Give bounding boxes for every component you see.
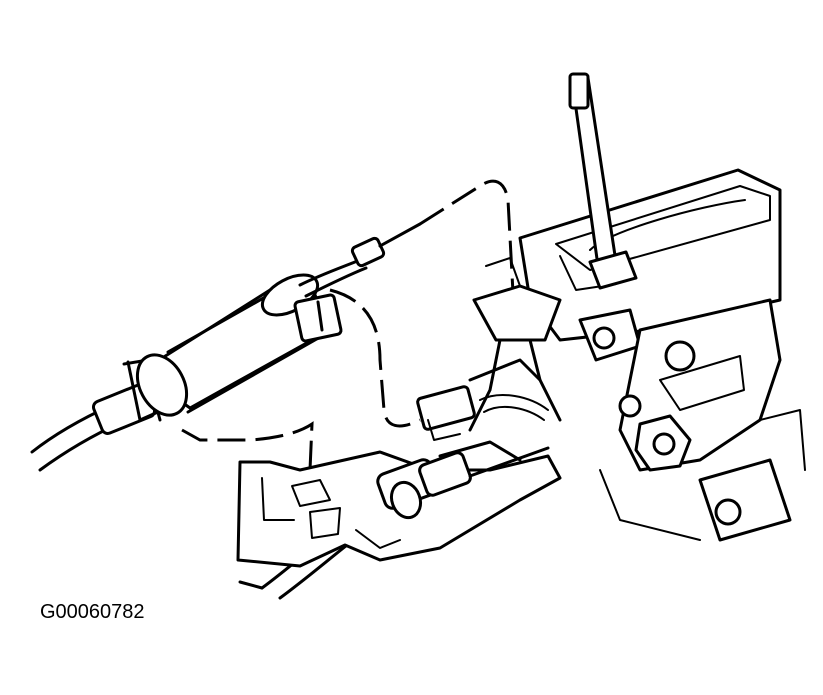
dashed-routing — [181, 179, 517, 471]
figure-id-label: G00060782 — [40, 601, 145, 623]
upper-thin-cable — [298, 222, 422, 298]
cable-end-fitting — [376, 440, 550, 520]
shift-linkage — [416, 257, 642, 441]
cable-adjuster-cylinder — [135, 273, 343, 417]
right-housing — [599, 298, 806, 542]
